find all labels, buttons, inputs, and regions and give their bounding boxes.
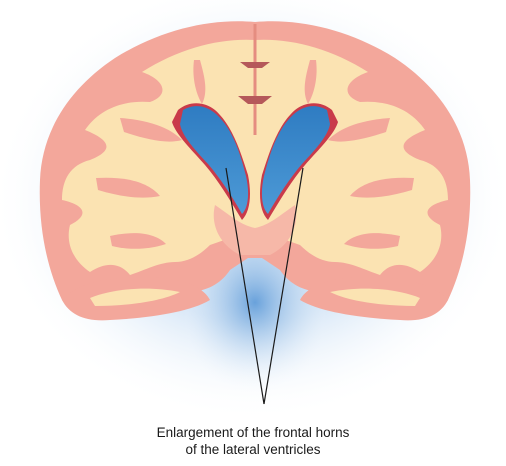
caption-line-2: of the lateral ventricles	[0, 441, 506, 458]
caption: Enlargement of the frontal horns of the …	[0, 424, 506, 458]
caption-line-1: Enlargement of the frontal horns	[0, 424, 506, 441]
